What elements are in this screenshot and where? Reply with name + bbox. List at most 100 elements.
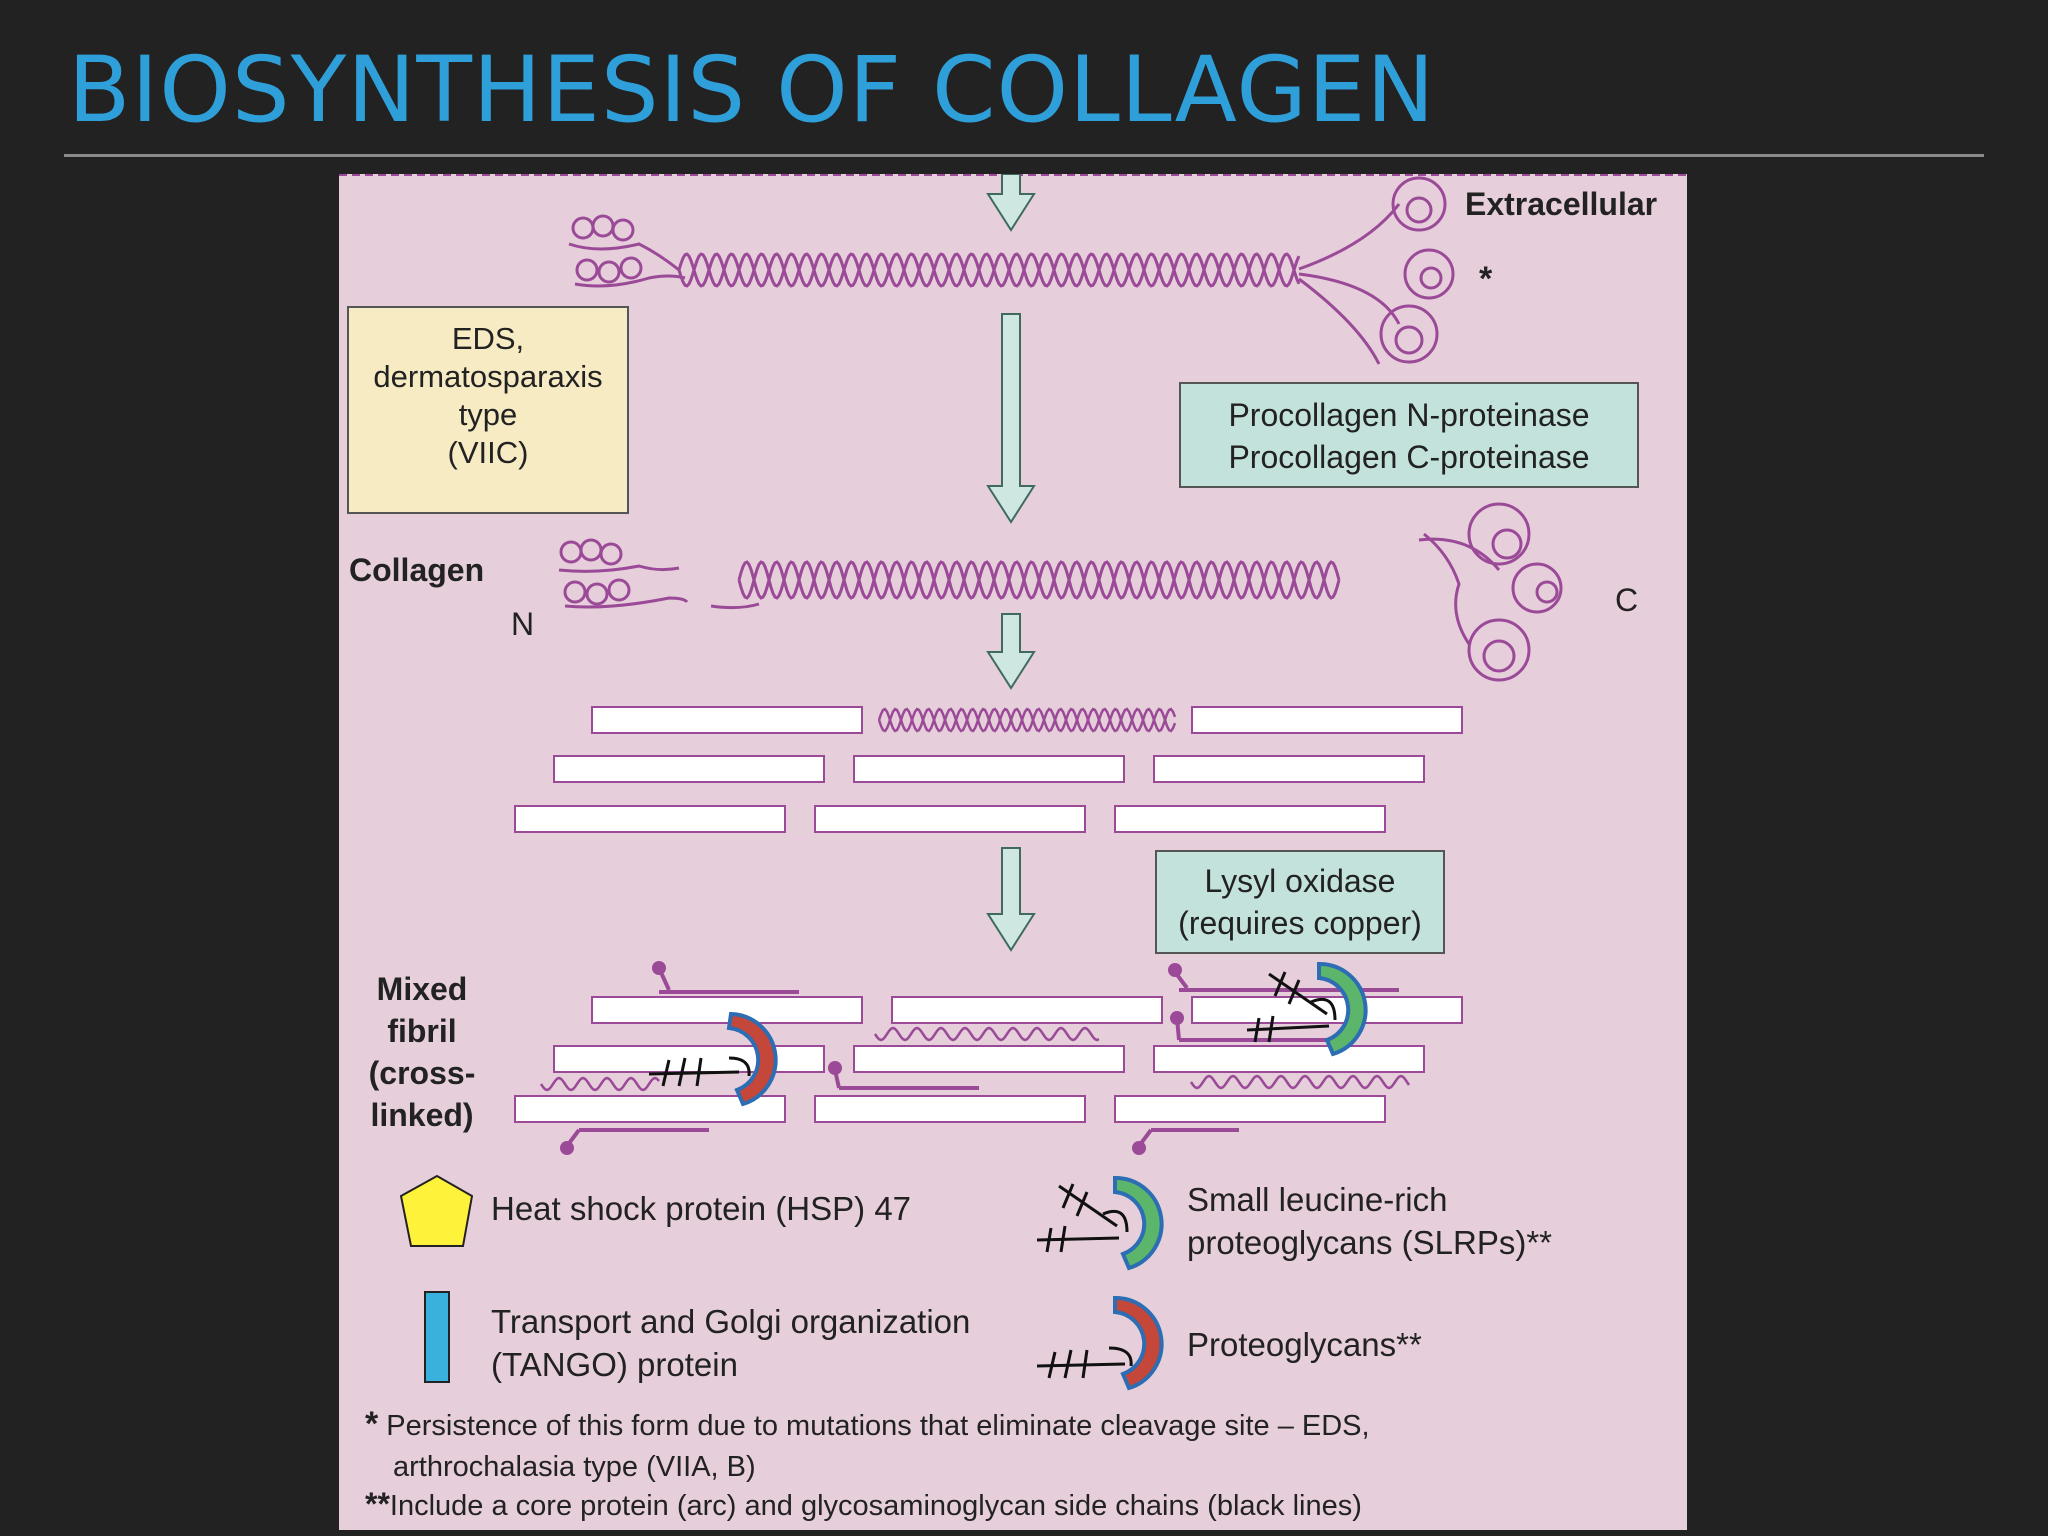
persistence-asterisk: * xyxy=(1479,260,1493,298)
footnote-double-text: Include a core protein (arc) and glycosa… xyxy=(389,1490,1362,1522)
array-helix-strand-b xyxy=(877,707,1177,733)
wavy-strand xyxy=(873,1026,1100,1042)
fibril-bar xyxy=(1114,1095,1386,1123)
mixed-fibril-line: fibril xyxy=(387,1013,457,1049)
lysyl-line: (requires copper) xyxy=(1178,905,1422,941)
cleaved-c-propeptide xyxy=(1482,639,1516,673)
gag-chain xyxy=(1246,1024,1330,1032)
footnote-single: * Persistence of this form due to mutati… xyxy=(365,1404,1370,1488)
collagen-molecule xyxy=(558,502,1563,682)
proteoglycan-legend-icon xyxy=(1036,1295,1164,1391)
gag-chain xyxy=(661,1057,703,1087)
c-propeptide-globule xyxy=(1379,304,1439,364)
c-propeptide-strand xyxy=(1298,272,1401,325)
facit-pin xyxy=(1168,963,1182,977)
eds-line: (VIIC) xyxy=(447,435,529,470)
collagen-helix-strand-b xyxy=(737,560,1341,600)
gag-chain xyxy=(1108,1346,1133,1367)
title-divider xyxy=(64,154,1984,157)
cleaved-n-propeptide xyxy=(607,578,631,602)
cleaved-c-propeptide xyxy=(1535,580,1559,604)
diagram-graphics xyxy=(339,174,1687,1391)
collagen-label: Collagen xyxy=(349,552,485,588)
slrp-legend-arc xyxy=(1113,1175,1164,1271)
gag-chain xyxy=(1036,1362,1126,1368)
collagen-molecule-bar xyxy=(553,755,825,783)
fibril-bar xyxy=(1191,996,1463,1024)
cleaved-c-propeptide xyxy=(1467,618,1531,682)
slrp-legend-icon xyxy=(1036,1175,1164,1271)
gag-chain xyxy=(1253,1015,1275,1043)
gag-chain xyxy=(1047,1349,1089,1379)
tango-bar-icon xyxy=(424,1291,450,1383)
proteoglycan-legend-arc xyxy=(1113,1295,1164,1391)
extracellular-label: Extracellular xyxy=(1465,186,1658,222)
enzyme-line: Procollagen N-proteinase xyxy=(1228,397,1590,433)
legend-slrp-label: Small leucine-rich proteoglycans (SLRPs)… xyxy=(1187,1178,1552,1264)
collagen-molecule-bar xyxy=(814,805,1086,833)
c-propeptide-globule xyxy=(1403,248,1455,300)
cleaved-c-propeptide xyxy=(1423,532,1471,645)
fibril-bar xyxy=(591,996,863,1024)
legend-hsp47-label: Heat shock protein (HSP) 47 xyxy=(491,1190,912,1227)
fibril-bar xyxy=(553,1045,825,1073)
arrow-collagen-to-assembly xyxy=(986,613,1036,690)
eds-line: EDS, xyxy=(451,321,525,356)
proteoglycan-legend-chains xyxy=(1036,1346,1133,1379)
c-propeptide-globule xyxy=(1394,325,1424,355)
slrp-gag-chains xyxy=(1246,971,1337,1043)
wavy-fibril-strands xyxy=(539,1026,1411,1092)
procollagen-proteinase-box: Procollagen N-proteinase Procollagen C-p… xyxy=(1179,382,1639,488)
slide-title: BIOSYNTHESIS OF COLLAGEN xyxy=(68,38,1436,143)
cleaved-n-propeptide xyxy=(579,538,603,562)
mixed-fibril-array xyxy=(514,996,1463,1123)
gag-chain xyxy=(1058,1184,1118,1228)
footnote-single-line2: arthrochalasia type (VIIA, B) xyxy=(393,1451,756,1483)
c-propeptide-strand xyxy=(1298,203,1401,271)
cleaved-n-propeptide xyxy=(563,580,587,604)
eds-line: dermatosparaxis xyxy=(373,359,603,394)
legend-tango-line: Transport and Golgi organization xyxy=(491,1303,971,1340)
collagen-molecule-bar xyxy=(1191,706,1463,734)
legend-proteoglycans-label: Proteoglycans** xyxy=(1187,1326,1422,1363)
mixed-fibril-line: (cross- xyxy=(368,1055,476,1091)
arrow-top xyxy=(986,174,1036,232)
cleaved-c-propeptide xyxy=(1418,537,1501,571)
gag-side-chains xyxy=(648,1056,751,1087)
facit-pin xyxy=(828,1061,842,1075)
gag-chain xyxy=(1102,1209,1129,1233)
n-propeptide-coil xyxy=(571,216,595,240)
n-propeptide-coil xyxy=(597,260,621,284)
enzyme-line: Procollagen C-proteinase xyxy=(1228,439,1590,475)
facit-pin xyxy=(560,1141,574,1155)
collagen-diagram-panel: Extracellular * EDS, dermatosparaxis typ… xyxy=(339,174,1687,1530)
facit-pin xyxy=(1132,1141,1146,1155)
cleaved-n-propeptide xyxy=(564,596,689,609)
n-propeptide-coil xyxy=(619,256,643,280)
n-propeptide-strand xyxy=(574,274,686,288)
lysyl-line: Lysyl oxidase xyxy=(1204,863,1396,899)
procollagen-helix-strand-b xyxy=(677,252,1301,288)
fibril-bar xyxy=(891,996,1163,1024)
collagen-helix-tail xyxy=(710,602,760,610)
gag-chain xyxy=(1045,1225,1067,1253)
cleaved-c-propeptide xyxy=(1511,562,1563,614)
wavy-strand xyxy=(1189,1074,1411,1090)
collagen-molecule-bar xyxy=(853,755,1125,783)
cleaved-n-propeptide xyxy=(559,540,583,564)
n-propeptide-coil xyxy=(611,218,635,242)
cleaved-n-propeptide xyxy=(558,564,680,573)
c-propeptide-globule xyxy=(1391,176,1447,232)
mixed-fibril-label: Mixed fibril (cross- linked) xyxy=(359,968,485,1136)
gag-chain xyxy=(1268,972,1328,1016)
array-helix-strand-a xyxy=(877,707,1177,733)
mixed-fibril-line: Mixed xyxy=(376,971,468,1007)
legend-slrp-line: proteoglycans (SLRPs)** xyxy=(1187,1224,1552,1261)
gag-chain xyxy=(728,1056,751,1077)
slrp-arc xyxy=(1317,961,1368,1057)
n-propeptide-coil xyxy=(575,258,599,282)
procollagen-molecule xyxy=(568,176,1455,365)
cleaved-n-propeptide xyxy=(585,582,609,606)
fibril-proteoglycan xyxy=(648,1011,778,1107)
legend-tango-line: (TANGO) protein xyxy=(491,1346,738,1383)
